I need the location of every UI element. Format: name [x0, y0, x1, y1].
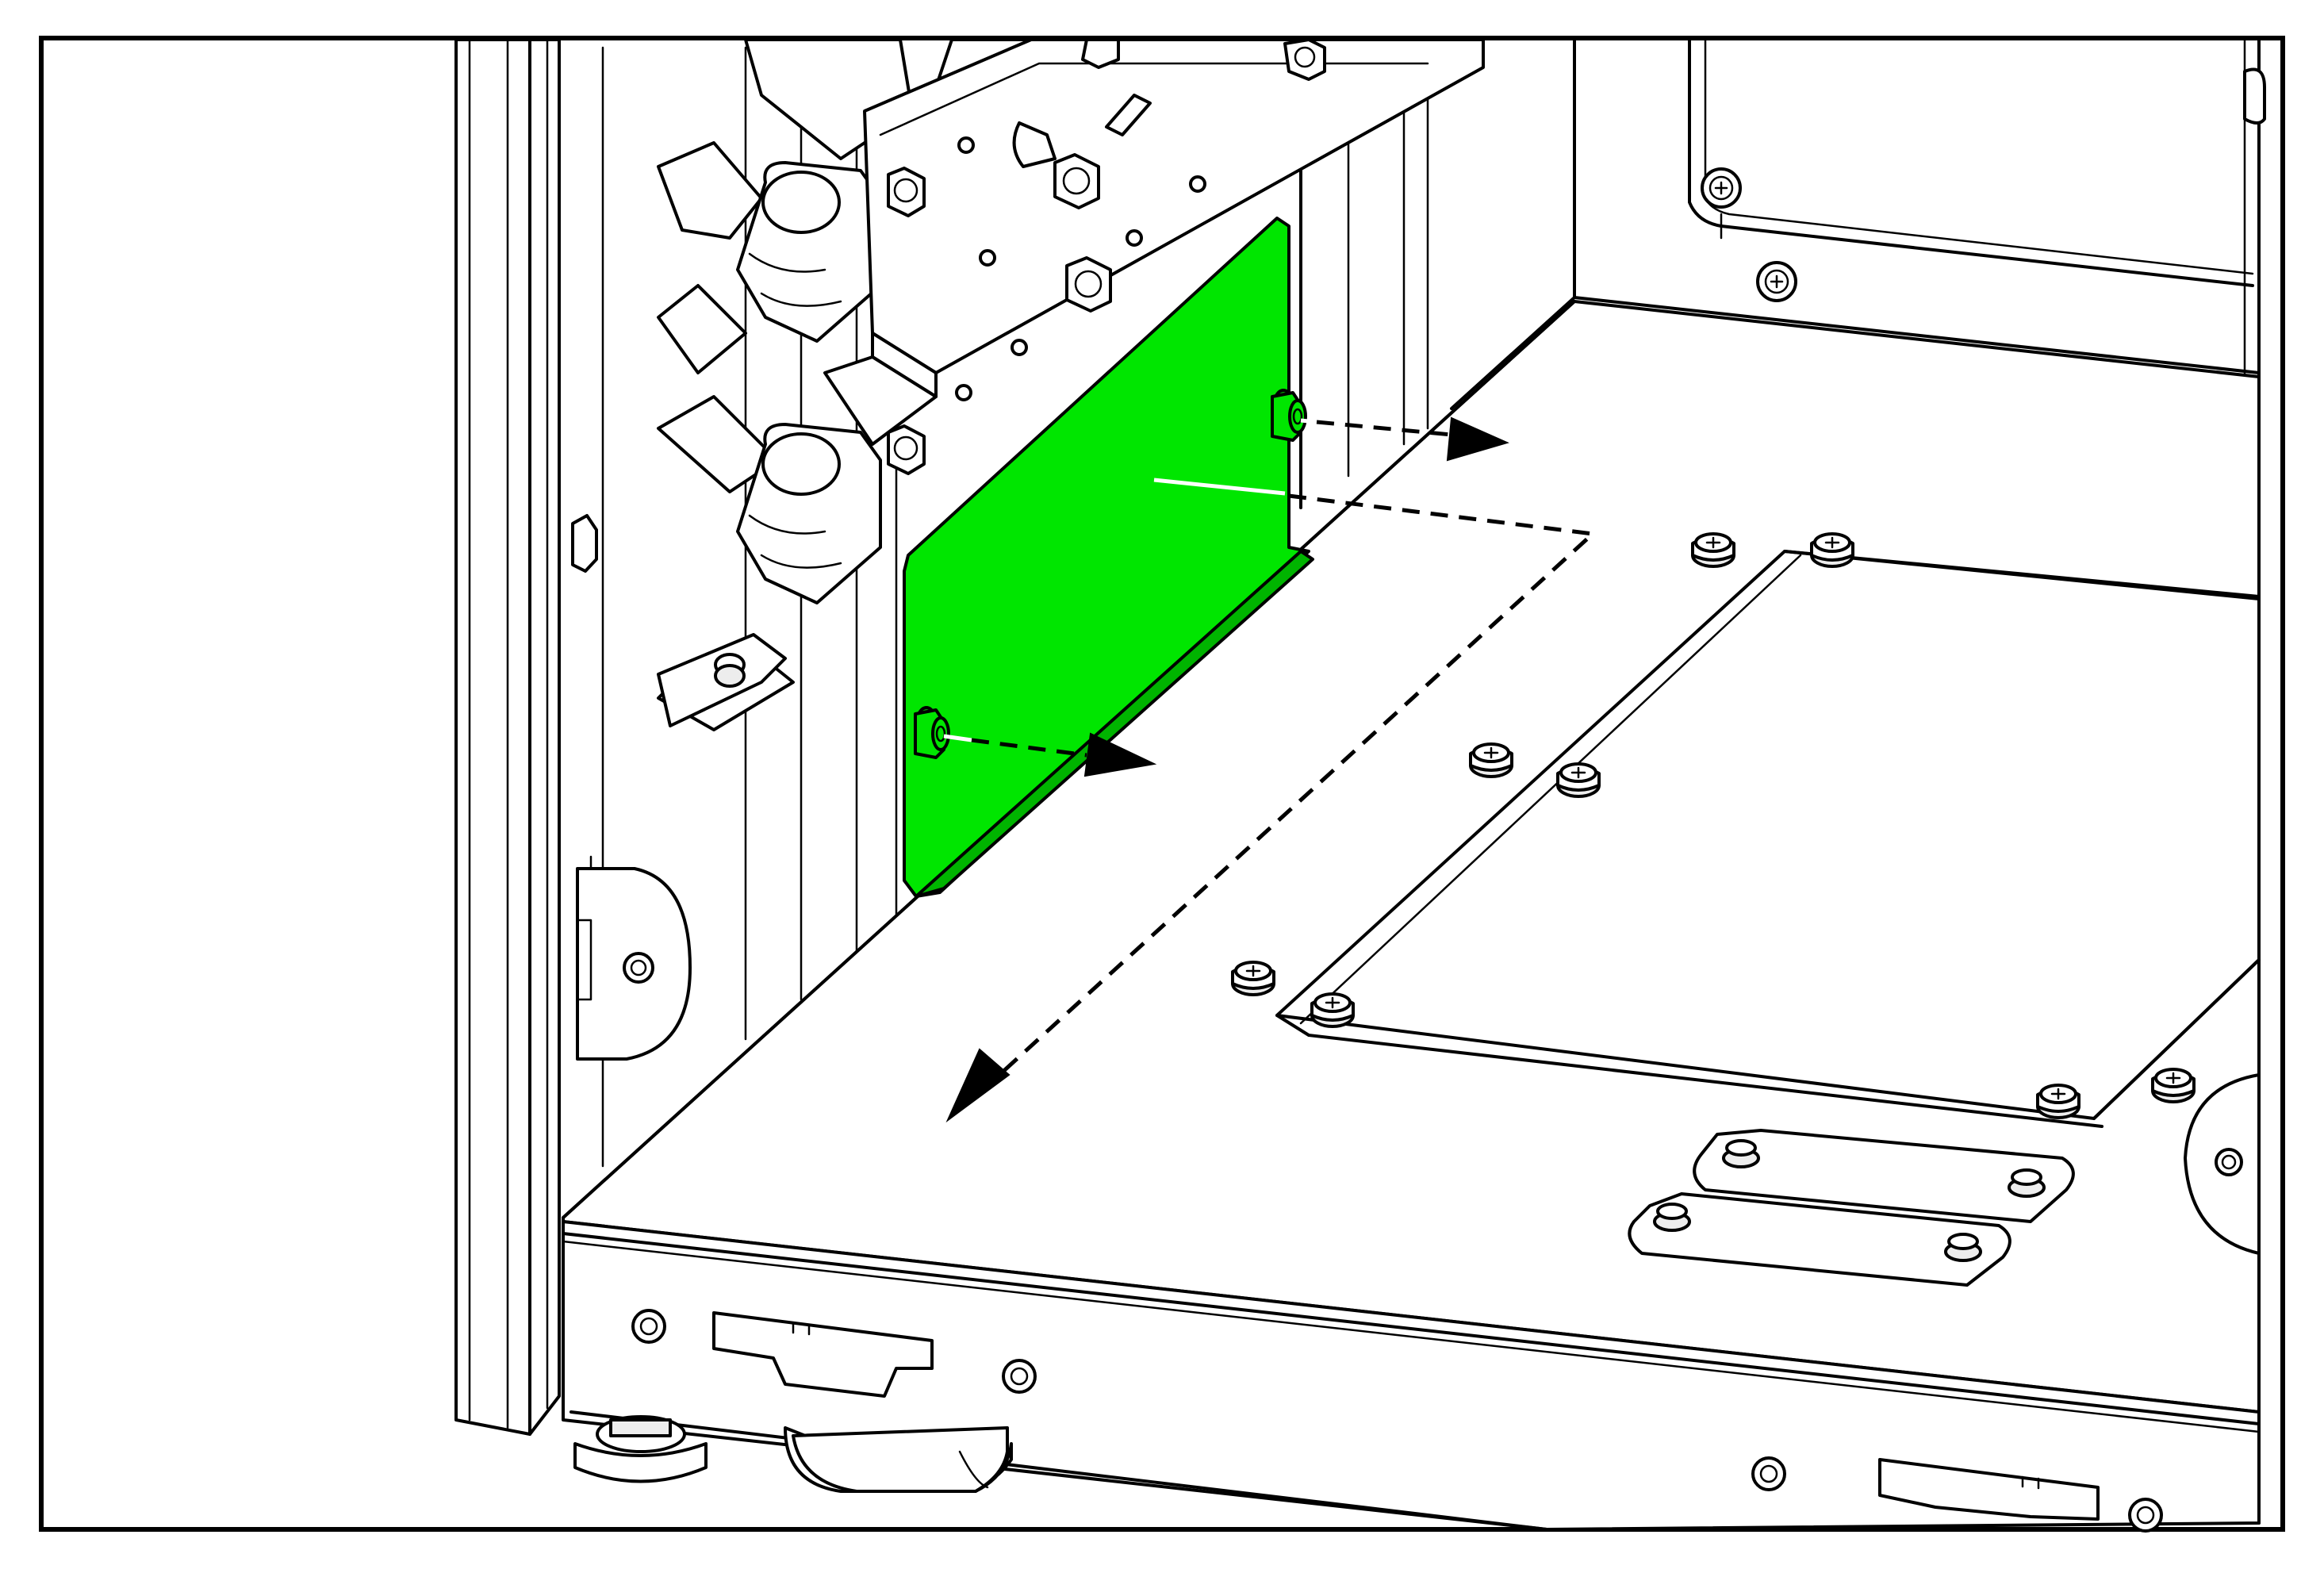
small-plate-lower [1628, 1192, 2011, 1287]
hex-bolt [887, 167, 926, 217]
terminal-assembly [657, 38, 1485, 731]
hex-bolt [1283, 38, 1326, 81]
hinge-bracket [576, 855, 692, 1061]
clip-bracket [1012, 94, 1152, 168]
cable-lug-lower [736, 423, 882, 604]
floor-screw [1310, 992, 1355, 1028]
hex-stud-left-wall [571, 514, 598, 573]
floor-screws [1231, 532, 2196, 1262]
small-plate-upper [1693, 1129, 2075, 1223]
angled-mounting-tab [657, 633, 787, 727]
floor-screw [2008, 1168, 2046, 1198]
floor-screw [1653, 1203, 1691, 1232]
hex-bolt [1065, 256, 1112, 313]
cover-plate [903, 217, 1314, 898]
upper-screw [1271, 389, 1307, 442]
upper-screw-removal-arrow [1300, 416, 1509, 462]
hex-bolt [1053, 153, 1100, 209]
left-frame-post [454, 38, 561, 1436]
floor-screw [1944, 1233, 1982, 1262]
front-slot-bracket-left [712, 1311, 934, 1398]
cover-plate-removal-arrow [945, 478, 1597, 1123]
floor-screw [1231, 961, 1275, 996]
rail-holes [631, 1309, 2163, 1533]
floor-screw [1722, 1139, 1760, 1168]
floor-access-panel [1275, 550, 2261, 1128]
torx-screw-back-wall [1756, 261, 1797, 302]
floor-screw [2036, 1084, 2080, 1119]
hex-bolt [887, 424, 926, 475]
floor-screw [1691, 532, 1735, 568]
leveling-foot [573, 1415, 708, 1483]
caster-wheel [784, 1426, 1013, 1493]
front-slot-bracket-right [1878, 1458, 2100, 1521]
lower-screw-removal-arrow [943, 732, 1157, 777]
right-side-hatch [2184, 1073, 2261, 1255]
floor-screw [1810, 532, 1854, 568]
floor-screw [2151, 1068, 2196, 1103]
cable-lug-upper [736, 161, 882, 343]
floor-screw [1556, 762, 1601, 798]
floor-screw [1469, 742, 1513, 778]
torx-screw-upper-right [1701, 167, 1742, 209]
upper-right-panel [1688, 38, 2254, 302]
lower-screw [914, 706, 950, 759]
hex-bolt [1081, 38, 1120, 69]
